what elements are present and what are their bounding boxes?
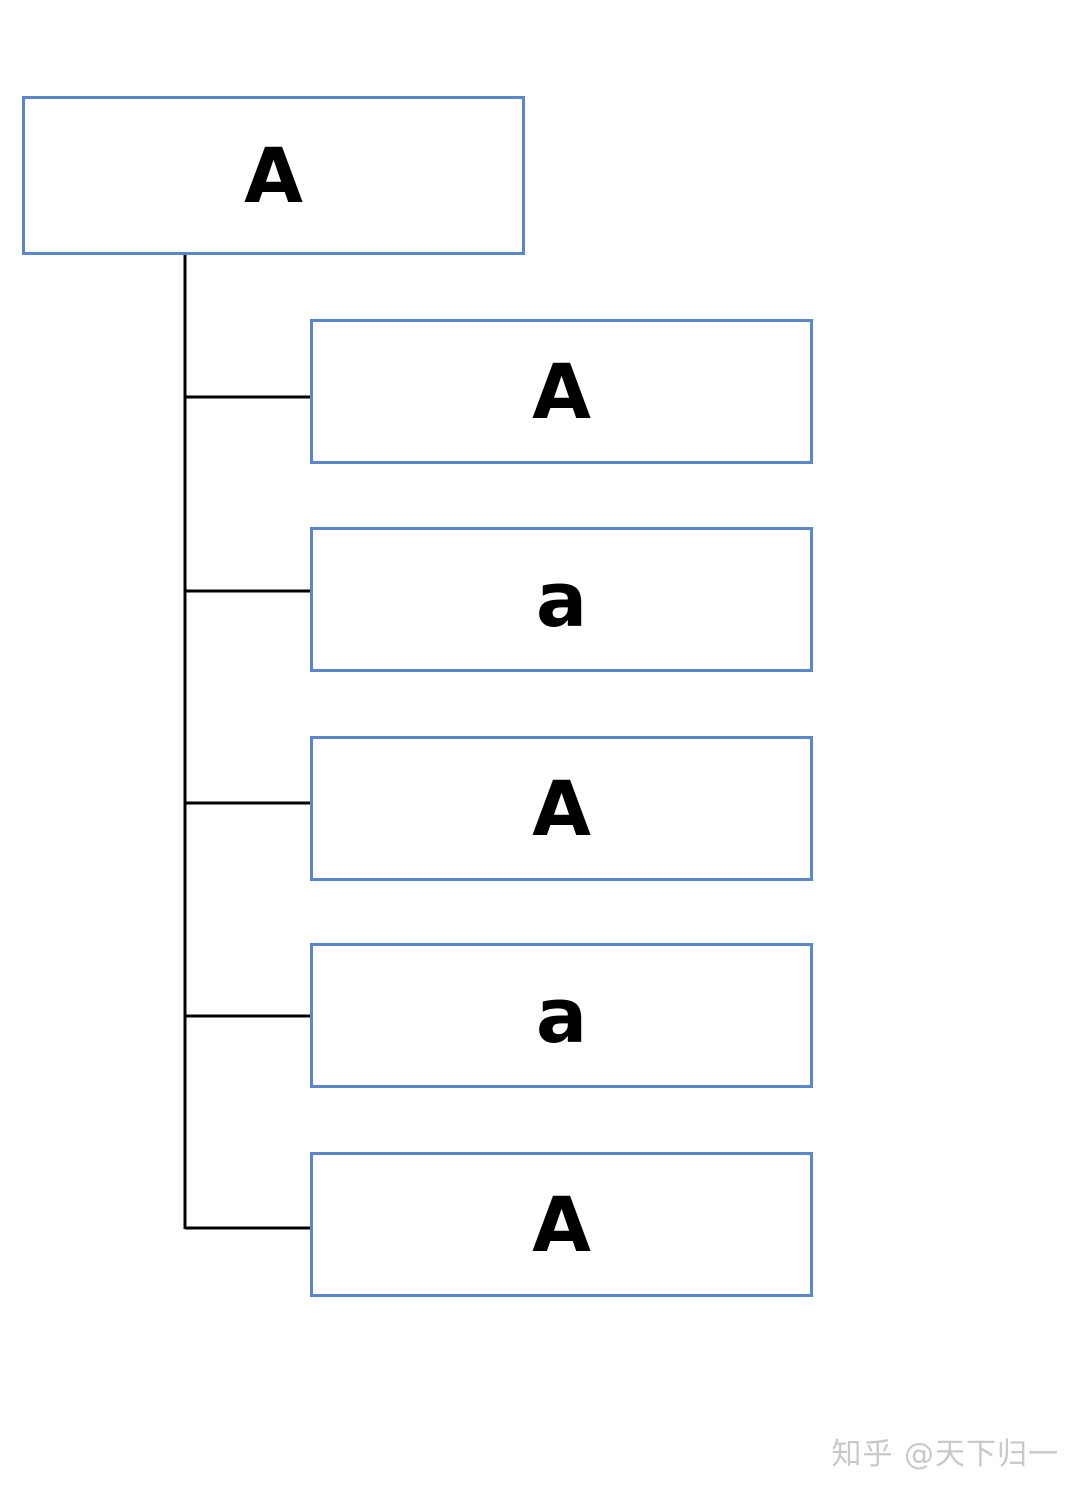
child-node-3: A (310, 736, 813, 881)
child-node-label: A (532, 346, 591, 436)
child-node-5: A (310, 1152, 813, 1297)
child-node-1: A (310, 319, 813, 464)
root-node-label: A (244, 130, 303, 220)
child-node-label: A (532, 763, 591, 853)
child-node-4: a (310, 943, 813, 1088)
root-node: A (22, 96, 525, 255)
child-node-label: a (535, 970, 588, 1060)
child-node-2: a (310, 527, 813, 672)
watermark-text: 知乎 @天下归一 (831, 1437, 1059, 1472)
child-node-label: a (535, 554, 588, 644)
child-node-label: A (532, 1179, 591, 1269)
